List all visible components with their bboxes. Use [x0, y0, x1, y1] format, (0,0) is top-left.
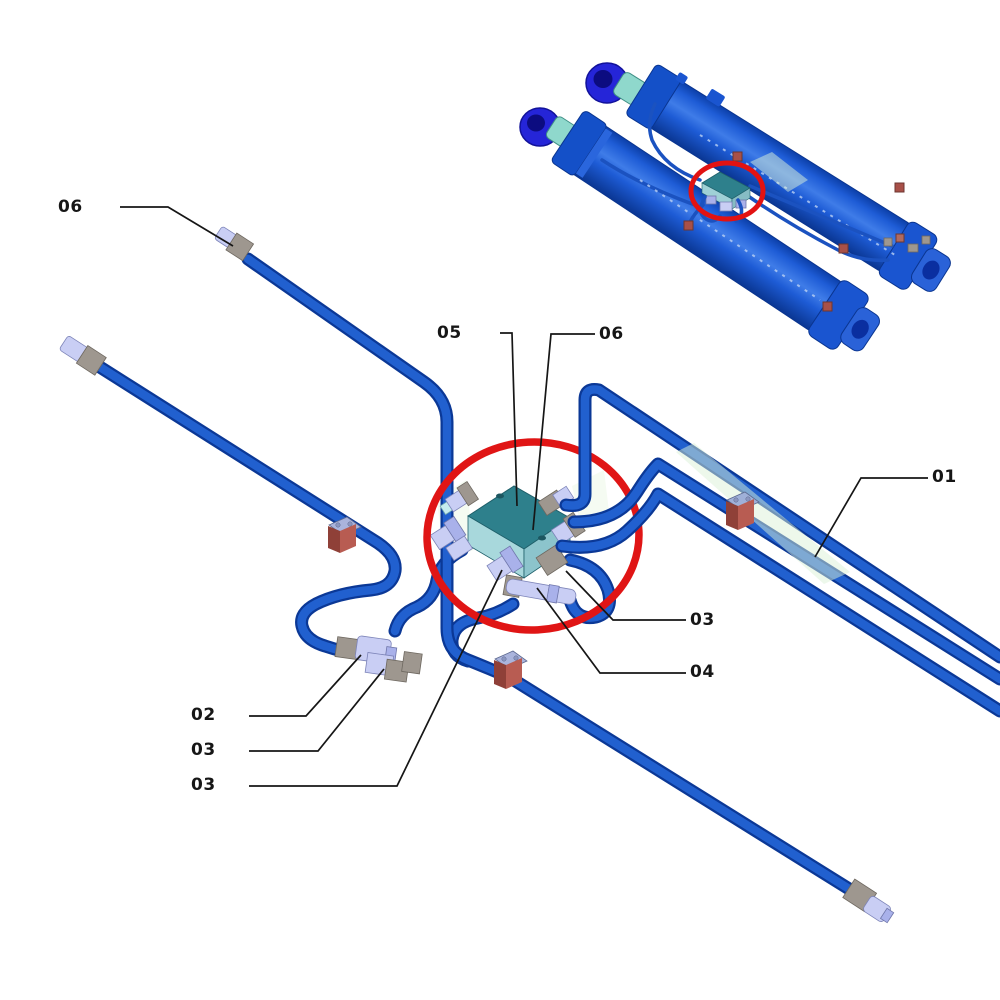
clevis-eye-hole — [593, 70, 613, 88]
mini-clamp — [894, 182, 905, 193]
callout-label-03-bottom-left: 03 — [191, 775, 216, 795]
inset-hose — [746, 194, 890, 263]
highlight-ellipse-main — [423, 438, 643, 634]
mini-fitting — [921, 235, 931, 245]
inset-clamps — [683, 151, 931, 312]
barrel-highlight — [639, 179, 821, 301]
sleeve-green — [750, 152, 808, 192]
hose-end-fitting-left — [59, 336, 107, 376]
inset-hose — [600, 158, 697, 207]
callout-label-04: 04 — [690, 662, 715, 682]
callout-label-01: 01 — [932, 467, 957, 487]
fitting-nut — [456, 480, 480, 507]
hose-clamp — [494, 650, 528, 689]
inset-manifold — [699, 171, 751, 223]
mini-fitting — [719, 201, 733, 212]
inset-cylinder-lower — [519, 107, 880, 352]
tail-eye-hole — [922, 260, 940, 280]
inset-hose — [748, 184, 894, 248]
callout-label-03-right: 03 — [690, 610, 715, 630]
port-tab — [675, 72, 688, 85]
leader-04 — [536, 587, 686, 674]
tee-fitting-cluster — [334, 635, 423, 683]
leader-06-top-left — [120, 206, 234, 247]
hose-end-fitting-bottom-right — [842, 878, 895, 924]
leader-03-mid-left — [249, 668, 385, 752]
fitting-nut — [499, 545, 524, 574]
leader-05 — [500, 332, 518, 507]
port-tab — [706, 89, 725, 107]
callout-label-06-center: 06 — [599, 324, 624, 344]
mini-clamp — [838, 243, 849, 254]
clevis-eye-hole — [527, 114, 545, 132]
mini-clamp — [683, 220, 694, 231]
leader-02 — [249, 654, 362, 717]
leader-06-center — [532, 333, 595, 531]
fitting-nut-03 — [535, 544, 569, 577]
head-ring — [575, 128, 613, 178]
callout-label-02: 02 — [191, 705, 216, 725]
callout-label-06-top-left: 06 — [58, 197, 83, 217]
highlight-ellipse-inset — [688, 160, 766, 222]
mini-fitting — [883, 237, 893, 247]
sleeve-green — [676, 443, 850, 584]
fitting-ring — [546, 584, 560, 604]
hose-clamp — [726, 491, 760, 530]
mini-clamp — [822, 301, 833, 312]
callout-label-03-mid-left: 03 — [191, 740, 216, 760]
elbow-nut — [401, 651, 423, 675]
mini-fitting — [705, 195, 717, 205]
leader-03-bottom-left — [249, 569, 503, 787]
inset-assembly-overview — [519, 62, 951, 352]
fitting-adapter-04 — [505, 578, 577, 605]
inset-hose — [647, 102, 702, 182]
fitting-elbow — [445, 535, 474, 562]
hose-clamp — [328, 516, 362, 553]
mini-clamp — [732, 151, 743, 162]
tail-eye-hole — [851, 319, 869, 339]
manifold-bolt-hole — [496, 493, 504, 499]
mini-fitting — [907, 243, 919, 253]
leader-lines — [120, 206, 928, 787]
hose-right-loop — [563, 553, 616, 625]
manifold-bolt-hole — [538, 535, 546, 541]
leader-01 — [814, 477, 928, 558]
leader-03-right — [565, 570, 686, 621]
cylinder-head — [626, 64, 681, 129]
manifold-fittings — [429, 480, 586, 605]
hose-main-long — [241, 252, 869, 904]
hose-left-to-tee — [85, 355, 402, 658]
mini-fitting — [895, 233, 905, 243]
hose-bundle-01 — [555, 383, 1000, 718]
hose-end-fitting-06 — [214, 226, 255, 262]
inset-cylinder-upper — [585, 62, 951, 292]
callout-label-05: 05 — [437, 323, 462, 343]
